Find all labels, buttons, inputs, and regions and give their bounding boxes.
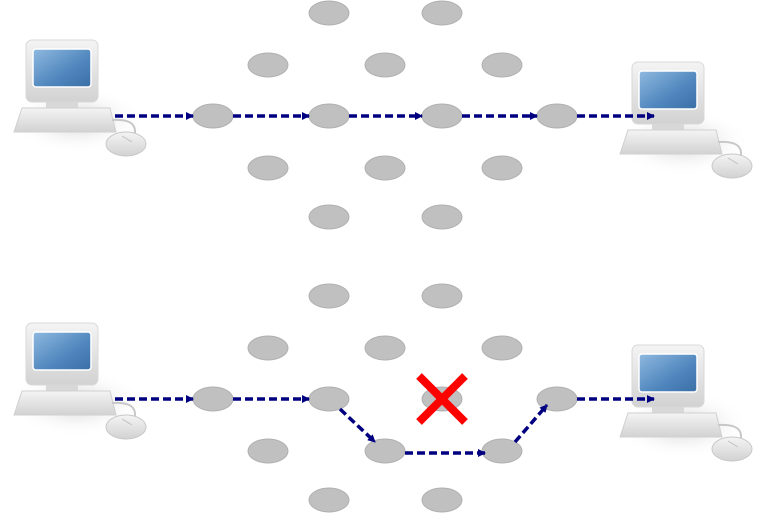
network-node [247,52,289,78]
network-node [247,155,289,181]
computer-icon [8,322,147,440]
network-node [421,0,463,26]
network-node [364,155,406,181]
computer-icon [614,61,753,179]
network-node [192,386,234,412]
network-node [536,103,578,129]
network-node [421,103,463,129]
network-node [308,487,350,513]
network-node [481,155,523,181]
network-node [364,335,406,361]
network-node [364,438,406,464]
computer-icon [8,39,147,157]
network-node [421,487,463,513]
network-node [308,0,350,26]
network-node [481,335,523,361]
dashed-arrow [513,403,549,444]
network-node [308,386,350,412]
computer-icon [614,344,753,462]
network-node [308,103,350,129]
network-node [536,386,578,412]
network-node [481,52,523,78]
network-node [247,335,289,361]
network-node [364,52,406,78]
failure-x-icon [416,373,468,425]
dashed-arrow [338,407,377,444]
network-node [308,283,350,309]
network-node [421,204,463,230]
network-node [308,204,350,230]
network-node [192,103,234,129]
network-node [247,438,289,464]
network-node [421,283,463,309]
